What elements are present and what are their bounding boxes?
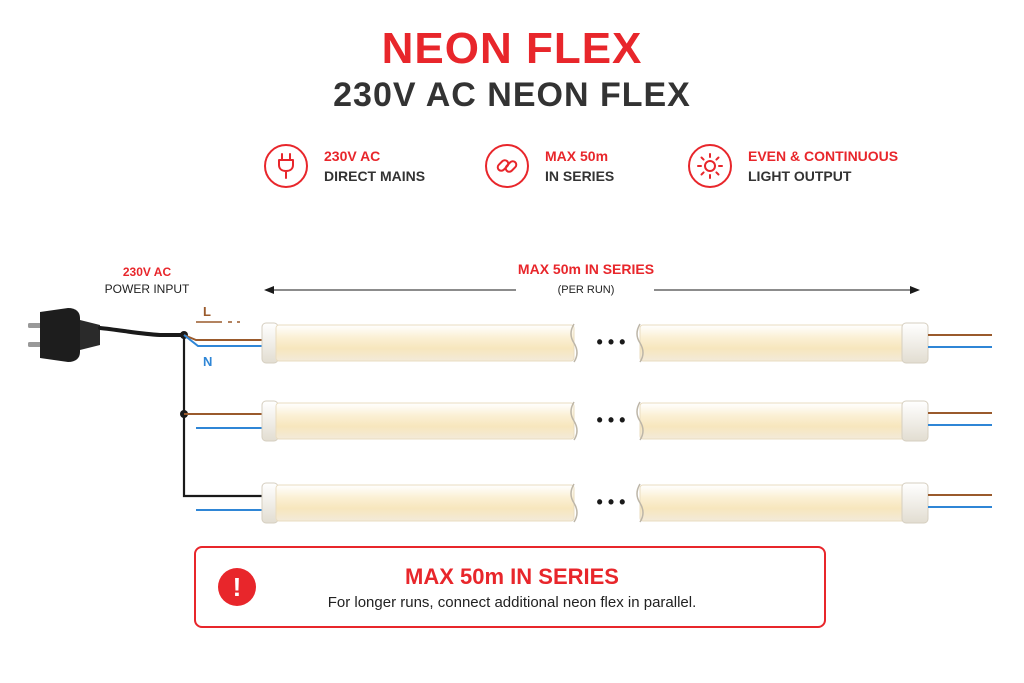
warning-text: For longer runs, connect additional neon… — [327, 594, 697, 611]
feature-max-series-line2: IN SERIES — [545, 168, 615, 184]
feature-light-output-line1: EVEN & CONTINUOUS — [748, 148, 899, 164]
feature-max-series: MAX 50m IN SERIES — [485, 138, 614, 194]
end-cap — [901, 400, 929, 442]
exclamation-icon: ! — [218, 568, 256, 606]
feature-light-output-line2: LIGHT OUTPUT — [748, 168, 852, 184]
neon-flex-run-1: • • • — [261, 322, 992, 364]
neon-strip-segment — [639, 402, 907, 440]
neon-strip-segment — [639, 484, 907, 522]
continuation-dots: • • • — [597, 492, 626, 512]
break-mark — [636, 483, 644, 523]
warning-box: ! MAX 50m IN SERIES For longer runs, con… — [194, 546, 826, 628]
run-length-arrow — [264, 286, 920, 294]
chain-link-icon — [485, 144, 529, 188]
ground-bus-wire — [182, 335, 262, 498]
feature-direct-mains-line2: DIRECT MAINS — [324, 168, 426, 184]
break-mark — [570, 483, 578, 523]
neutral-label: N — [203, 354, 212, 369]
feature-light-output: EVEN & CONTINUOUS LIGHT OUTPUT — [688, 138, 898, 194]
live-label: L — [203, 304, 211, 319]
page-title: NEON FLEX — [381, 24, 643, 73]
neon-flex-run-2: • • • — [261, 400, 992, 442]
break-mark — [636, 401, 644, 441]
break-mark — [570, 323, 578, 363]
page-subtitle: 230V AC NEON FLEX — [333, 76, 691, 114]
neon-strip-segment — [275, 402, 575, 440]
continuation-dots: • • • — [597, 332, 626, 352]
neon-strip-segment — [639, 324, 907, 362]
end-cap — [901, 482, 929, 524]
plug-icon — [264, 144, 308, 188]
continuation-dots: • • • — [597, 410, 626, 430]
power-input-label-2: POWER INPUT — [105, 282, 190, 296]
power-plug-icon — [28, 308, 186, 362]
end-cap — [901, 322, 929, 364]
run-length-label: MAX 50m IN SERIES — [518, 261, 654, 277]
power-input-label-1: 230V AC — [123, 265, 172, 279]
warning-title: MAX 50m IN SERIES — [405, 564, 619, 589]
break-mark — [636, 323, 644, 363]
feature-max-series-line1: MAX 50m — [545, 148, 609, 164]
feature-direct-mains-line1: 230V AC — [324, 148, 381, 164]
neon-strip-segment — [275, 324, 575, 362]
feature-direct-mains: 230V AC DIRECT MAINS — [264, 138, 425, 194]
neon-strip-segment — [275, 484, 575, 522]
neutral-wire — [183, 334, 262, 347]
run-length-sublabel: (PER RUN) — [558, 284, 615, 296]
live-wire — [183, 334, 262, 341]
break-mark — [570, 401, 578, 441]
neon-flex-run-3: • • • — [261, 482, 992, 524]
sun-icon — [688, 144, 732, 188]
